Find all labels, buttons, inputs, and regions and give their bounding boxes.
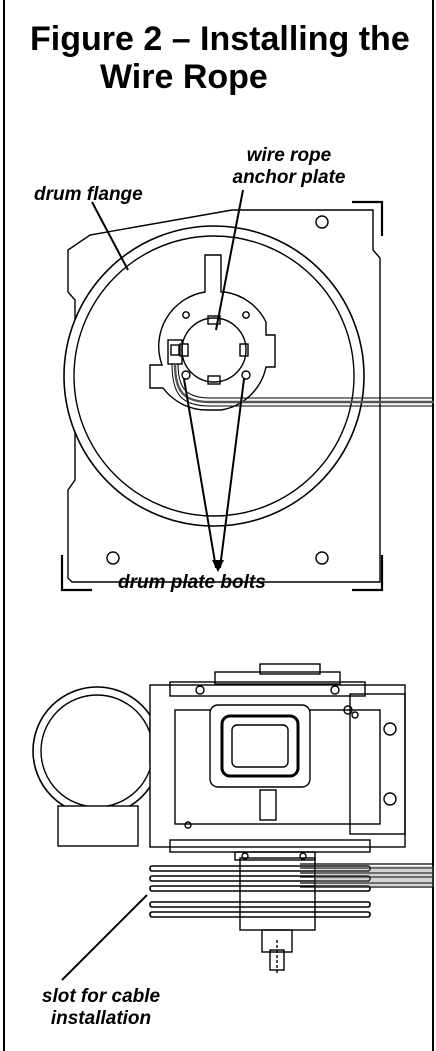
drum-slot-plate bbox=[149, 875, 371, 882]
winch-end-view bbox=[60, 189, 434, 592]
label-slot-cable-installation: slot for cable installation bbox=[41, 986, 161, 1029]
hex-bolt bbox=[383, 792, 397, 806]
drum-slot-plate bbox=[149, 885, 371, 892]
anchor-plate-screw bbox=[242, 311, 250, 319]
title-line-2: Wire Rope bbox=[100, 58, 268, 96]
hub-keyway-bottom bbox=[207, 375, 221, 385]
frame-mounting-hole bbox=[184, 821, 192, 829]
cable-gland bbox=[259, 789, 277, 821]
cap-screw bbox=[330, 685, 340, 695]
drum-slot-plate bbox=[149, 911, 371, 918]
hub-keyway-left bbox=[179, 343, 189, 357]
winch-side-view bbox=[32, 663, 434, 981]
anchor-plate-screw bbox=[182, 311, 190, 319]
rope-anchor-clamp-jaw bbox=[170, 344, 180, 356]
frame-corner-bracket-bottom-left bbox=[60, 555, 92, 592]
hub-keyway-top bbox=[207, 315, 221, 325]
motor-mount-block bbox=[57, 805, 139, 847]
drum-plate-bolt bbox=[241, 370, 251, 380]
title-line-1: Figure 2 – Installing the bbox=[30, 20, 410, 58]
wire-rope-edge bbox=[171, 363, 434, 407]
leader-slot bbox=[61, 894, 148, 981]
gearbox-top-flange bbox=[169, 681, 366, 697]
leader-drum-flange bbox=[91, 201, 129, 271]
motor-housing bbox=[32, 686, 162, 816]
wire-rope bbox=[173, 363, 434, 404]
frame-plate bbox=[67, 209, 381, 583]
figure-title: Figure 2 – Installing the Wire Rope bbox=[30, 20, 410, 96]
anchor-plate bbox=[149, 254, 276, 411]
gearbox-bottom-cap bbox=[234, 851, 316, 861]
gearbox-side-plate bbox=[349, 693, 406, 835]
wire-rope-edge bbox=[177, 363, 434, 399]
arrow-head bbox=[212, 560, 224, 572]
gearbox-top-cap bbox=[214, 671, 341, 685]
frame-corner-bracket-bottom-right bbox=[352, 555, 384, 592]
leader-wire-rope bbox=[215, 189, 244, 331]
brake-housing-inner bbox=[231, 724, 289, 768]
frame-mounting-hole bbox=[315, 215, 329, 229]
frame-mounting-hole bbox=[351, 711, 359, 719]
gearbox-top-boss bbox=[259, 663, 321, 675]
wire-rope-strands bbox=[300, 863, 434, 888]
hub-keyway-right bbox=[239, 343, 249, 357]
drum-flange-inner bbox=[73, 235, 355, 517]
brake-housing-window bbox=[220, 714, 300, 778]
frame-mounting-hole bbox=[106, 551, 120, 565]
drum-center-hub bbox=[239, 857, 316, 931]
drum-slot-plate bbox=[149, 901, 371, 908]
frame-corner-bracket-top bbox=[352, 200, 384, 236]
cap-screw bbox=[299, 852, 307, 860]
frame-mounting-hole bbox=[315, 551, 329, 565]
cap-screw bbox=[195, 685, 205, 695]
label-drum-flange: drum flange bbox=[34, 184, 143, 205]
hex-bolt bbox=[383, 722, 397, 736]
figure-frame bbox=[3, 0, 434, 1051]
drum-plate-bolt bbox=[181, 370, 191, 380]
cap-screw bbox=[241, 852, 249, 860]
leader-drum-plate-bolts bbox=[183, 378, 245, 569]
label-wire-rope-anchor-plate: wire rope anchor plate bbox=[232, 145, 346, 188]
cap-screw bbox=[343, 705, 353, 715]
wire-rope-band bbox=[315, 866, 434, 887]
